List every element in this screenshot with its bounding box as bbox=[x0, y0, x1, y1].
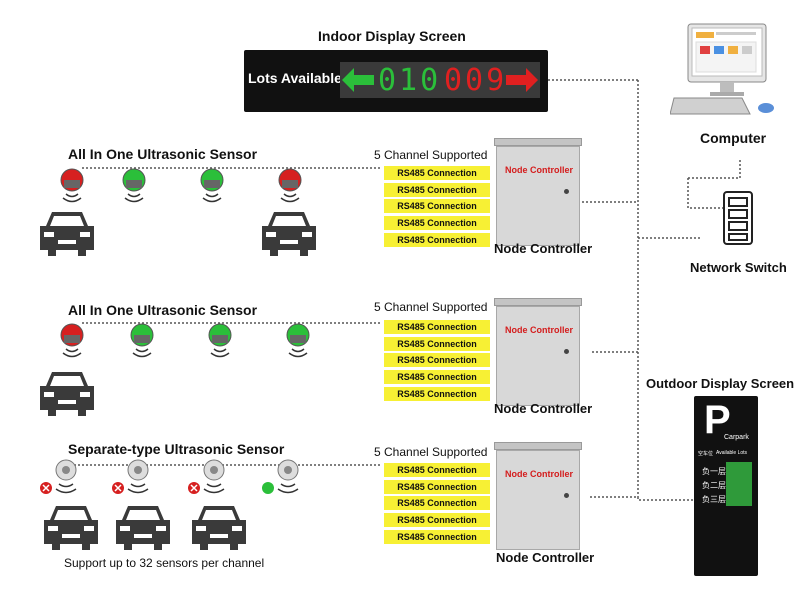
ultrasonic-sensor-occupied-icon bbox=[58, 168, 90, 208]
outdoor-display-screen: P Carpark 空车位 Available Lots 负一层 负二层 负三层 bbox=[694, 396, 758, 576]
rs485-connection: RS485 Connection bbox=[384, 320, 490, 334]
green-count-panel bbox=[726, 462, 752, 506]
lock-knob-icon bbox=[564, 493, 569, 498]
floor-row: 负一层 bbox=[702, 467, 726, 476]
network-switch-label: Network Switch bbox=[690, 260, 787, 275]
right-arrow-icon bbox=[506, 68, 538, 92]
car-icon bbox=[36, 368, 98, 416]
car-icon bbox=[258, 208, 320, 256]
rs485-connection: RS485 Connection bbox=[384, 496, 490, 511]
lock-knob-icon bbox=[564, 189, 569, 194]
node-controller-lid bbox=[494, 442, 582, 450]
green-digits: 010 bbox=[378, 63, 442, 98]
left-arrow-icon bbox=[342, 68, 374, 92]
node-controller-caption: Node Controller bbox=[494, 401, 593, 416]
node-controller-box: Node Controller bbox=[496, 450, 580, 550]
channel-title: 5 Channel Supported bbox=[374, 445, 488, 459]
outdoor-subtitle-en: Available Lots bbox=[716, 450, 748, 456]
car-icon bbox=[188, 502, 250, 550]
rs485-connection: RS485 Connection bbox=[384, 386, 490, 401]
rs485-channel-list: RS485 Connection RS485 Connection RS485 … bbox=[384, 166, 490, 249]
rs485-connection: RS485 Connection bbox=[384, 336, 490, 351]
indoor-display-screen: Lots Available 010 009 bbox=[244, 50, 548, 112]
rs485-connection: RS485 Connection bbox=[384, 199, 490, 214]
sensor-group-title: All In One Ultrasonic Sensor bbox=[68, 302, 258, 318]
node-controller-box-label: Node Controller bbox=[505, 325, 574, 335]
computer-label: Computer bbox=[700, 130, 767, 146]
rs485-connection: RS485 Connection bbox=[384, 529, 490, 544]
node-controller-box-label: Node Controller bbox=[505, 469, 574, 479]
ultrasonic-sensor-free-icon bbox=[198, 168, 230, 208]
floor-row: 负三层 bbox=[702, 495, 726, 504]
separate-sensor-free-icon bbox=[260, 458, 308, 500]
lots-available-label: Lots Available bbox=[248, 70, 342, 86]
separate-sensor-occupied-icon bbox=[186, 458, 234, 500]
ultrasonic-sensor-free-icon bbox=[206, 323, 238, 363]
led-panel: 010 009 bbox=[340, 62, 540, 98]
node-controller-box: Node Controller bbox=[496, 146, 580, 246]
outdoor-screen-title: Outdoor Display Screen bbox=[646, 376, 795, 391]
rs485-connection: RS485 Connection bbox=[384, 463, 490, 477]
rs485-connection: RS485 Connection bbox=[384, 479, 490, 494]
ultrasonic-sensor-free-icon bbox=[128, 323, 160, 363]
indoor-screen-title: Indoor Display Screen bbox=[318, 28, 466, 44]
rs485-connection: RS485 Connection bbox=[384, 513, 490, 528]
car-icon bbox=[36, 208, 98, 256]
rs485-connection: RS485 Connection bbox=[384, 182, 490, 197]
ultrasonic-sensor-free-icon bbox=[284, 323, 316, 363]
sensor-group-title: All In One Ultrasonic Sensor bbox=[68, 146, 258, 162]
channel-title: 5 Channel Supported bbox=[374, 148, 488, 162]
network-switch-icon bbox=[722, 190, 754, 246]
car-icon bbox=[112, 502, 174, 550]
node-controller-caption: Node Controller bbox=[496, 550, 595, 565]
carpark-label: Carpark bbox=[724, 434, 749, 441]
sensor-capacity-note: Support up to 32 sensors per channel bbox=[64, 556, 265, 570]
outdoor-subtitle-cn: 空车位 bbox=[698, 451, 714, 457]
sensor-group-title: Separate-type Ultrasonic Sensor bbox=[68, 441, 285, 457]
computer-icon bbox=[670, 20, 780, 120]
node-controller-lid bbox=[494, 298, 582, 306]
rs485-channel-list: RS485 Connection RS485 Connection RS485 … bbox=[384, 320, 490, 403]
ultrasonic-sensor-occupied-icon bbox=[276, 168, 308, 208]
channel-title: 5 Channel Supported bbox=[374, 300, 488, 314]
node-controller-lid bbox=[494, 138, 582, 146]
parking-letter: P bbox=[704, 398, 731, 442]
rs485-connection: RS485 Connection bbox=[384, 370, 490, 385]
rs485-channel-list: RS485 Connection RS485 Connection RS485 … bbox=[384, 463, 490, 546]
node-controller-caption: Node Controller bbox=[494, 241, 593, 256]
separate-sensor-occupied-icon bbox=[38, 458, 86, 500]
separate-sensor-occupied-icon bbox=[110, 458, 158, 500]
car-icon bbox=[40, 502, 102, 550]
floor-row: 负二层 bbox=[702, 481, 726, 490]
node-controller-box-label: Node Controller bbox=[505, 165, 574, 175]
red-digits: 009 bbox=[444, 63, 508, 98]
node-controller-box: Node Controller bbox=[496, 306, 580, 406]
lock-knob-icon bbox=[564, 349, 569, 354]
rs485-connection: RS485 Connection bbox=[384, 232, 490, 247]
ultrasonic-sensor-free-icon bbox=[120, 168, 152, 208]
rs485-connection: RS485 Connection bbox=[384, 166, 490, 180]
rs485-connection: RS485 Connection bbox=[384, 353, 490, 368]
rs485-connection: RS485 Connection bbox=[384, 216, 490, 231]
ultrasonic-sensor-occupied-icon bbox=[58, 323, 90, 363]
